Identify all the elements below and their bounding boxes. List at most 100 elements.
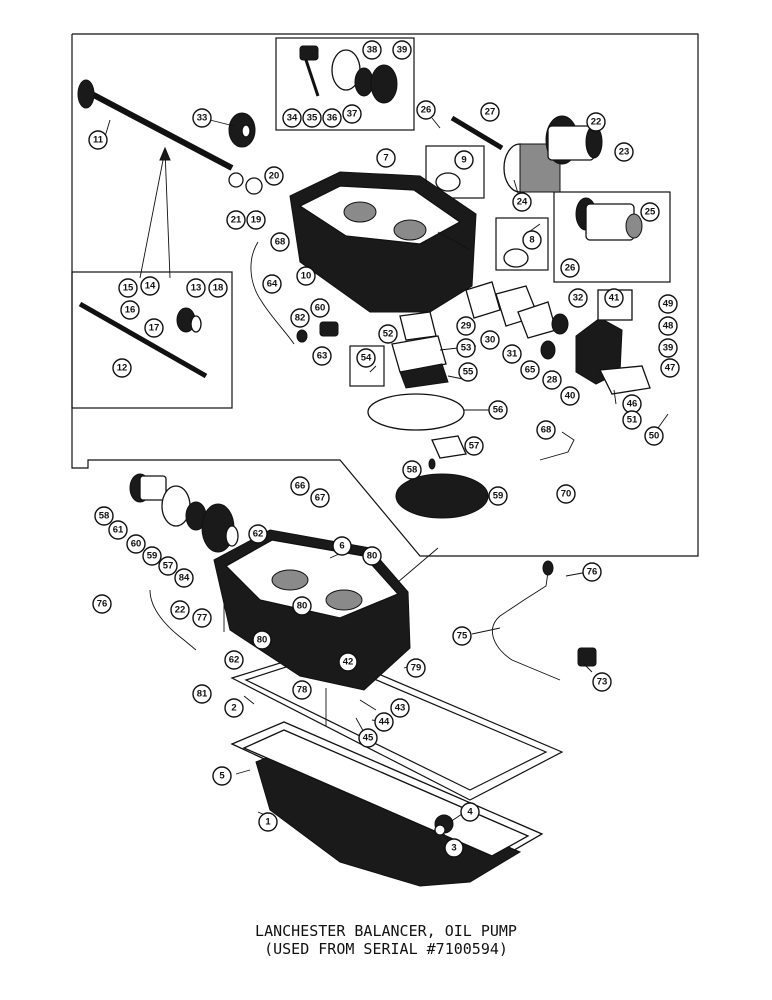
bolt-58 (428, 458, 436, 470)
svg-text:1: 1 (265, 817, 271, 828)
callout-62-upper: 62 (248, 524, 268, 544)
arrow-head (159, 146, 171, 161)
svg-text:36: 36 (327, 113, 338, 124)
svg-text:23: 23 (619, 147, 630, 158)
svg-text:45: 45 (363, 733, 374, 744)
front-shaft-12 (78, 301, 208, 379)
svg-text:21: 21 (231, 215, 242, 226)
callout-38: 38 (362, 40, 382, 60)
svg-text:57: 57 (469, 441, 480, 452)
svg-text:82: 82 (295, 313, 306, 324)
svg-text:12: 12 (117, 363, 128, 374)
callout-44: 44 (374, 712, 394, 732)
inset-box-bushing-9 (425, 145, 485, 199)
callout-66: 66 (290, 476, 310, 496)
callout-41: 41 (604, 288, 624, 308)
callout-40: 40 (560, 386, 580, 406)
gasket-ring-59 (395, 473, 489, 519)
svg-text:29: 29 (461, 321, 472, 332)
svg-text:31: 31 (507, 349, 518, 360)
callout-68-mid: 68 (536, 420, 556, 440)
callout-60-lower: 60 (126, 534, 146, 554)
svg-text:19: 19 (251, 215, 262, 226)
callout-8: 8 (522, 230, 542, 250)
callout-60-top: 60 (310, 298, 330, 318)
callout-17: 17 (144, 318, 164, 338)
exploded-parts-diagram: 11 33 34 35 36 37 38 39 26 27 22 23 7 9 … (71, 33, 699, 887)
callout-15: 15 (118, 278, 138, 298)
callout-39-top: 39 (392, 40, 412, 60)
balancer-housing-7 (289, 171, 477, 313)
svg-text:18: 18 (213, 283, 224, 294)
svg-text:33: 33 (197, 113, 208, 124)
svg-text:22: 22 (591, 117, 602, 128)
svg-text:84: 84 (179, 573, 190, 584)
callout-29: 29 (456, 316, 476, 336)
svg-text:58: 58 (407, 465, 418, 476)
callout-25: 25 (640, 202, 660, 222)
arrow-shaft-right (164, 149, 171, 279)
callout-45: 45 (358, 728, 378, 748)
svg-text:75: 75 (457, 631, 468, 642)
callout-80-upper: 80 (362, 546, 382, 566)
caption-title: LANCHESTER BALANCER, OIL PUMP (255, 922, 517, 940)
callout-59-mid: 59 (488, 486, 508, 506)
callout-43: 43 (390, 698, 410, 718)
callout-49: 49 (658, 294, 678, 314)
svg-text:63: 63 (317, 351, 328, 362)
callout-53: 53 (456, 338, 476, 358)
svg-text:6: 6 (339, 541, 344, 552)
caption-serial: (USED FROM SERIAL #7100594) (264, 940, 508, 958)
callout-16: 16 (120, 300, 140, 320)
callout-77: 77 (192, 608, 212, 628)
callout-26-top: 26 (416, 100, 436, 120)
callout-57-lower: 57 (158, 556, 178, 576)
svg-text:40: 40 (565, 391, 576, 402)
svg-text:32: 32 (573, 293, 584, 304)
pin-26 (431, 117, 441, 129)
callout-33: 33 (192, 108, 212, 128)
svg-text:70: 70 (561, 489, 572, 500)
callout-54: 54 (356, 348, 376, 368)
svg-text:26: 26 (421, 105, 432, 116)
callout-36: 36 (322, 108, 342, 128)
oil-tube-64 (250, 241, 295, 345)
svg-text:68: 68 (275, 237, 286, 248)
svg-text:65: 65 (525, 365, 536, 376)
callout-65: 65 (520, 360, 540, 380)
svg-text:50: 50 (649, 431, 660, 442)
callout-46: 46 (622, 394, 642, 414)
pump-gear-65 (540, 340, 556, 360)
callout-7: 7 (376, 148, 396, 168)
svg-text:4: 4 (467, 807, 473, 818)
svg-text:37: 37 (347, 109, 358, 120)
callout-12: 12 (112, 358, 132, 378)
svg-text:43: 43 (395, 703, 406, 714)
svg-text:58: 58 (99, 511, 110, 522)
svg-text:77: 77 (197, 613, 208, 624)
elbow-73 (577, 647, 597, 667)
svg-text:52: 52 (383, 329, 394, 340)
svg-text:78: 78 (297, 685, 308, 696)
callout-20: 20 (264, 166, 284, 186)
svg-text:64: 64 (267, 279, 278, 290)
svg-text:62: 62 (229, 655, 240, 666)
svg-text:46: 46 (627, 399, 638, 410)
svg-text:9: 9 (461, 155, 466, 166)
svg-text:8: 8 (529, 235, 534, 246)
fitting-82 (296, 329, 308, 343)
svg-text:35: 35 (307, 113, 318, 124)
svg-text:61: 61 (113, 525, 124, 536)
svg-text:14: 14 (145, 281, 156, 292)
svg-text:5: 5 (219, 771, 225, 782)
svg-text:20: 20 (269, 171, 280, 182)
fitting-76-right (542, 560, 554, 576)
callout-64: 64 (262, 274, 282, 294)
svg-text:76: 76 (97, 599, 108, 610)
pump-plate-29 (465, 281, 501, 319)
gasket-52 (399, 311, 437, 341)
svg-text:54: 54 (361, 353, 372, 364)
svg-text:67: 67 (315, 493, 326, 504)
callout-18: 18 (208, 278, 228, 298)
callout-56: 56 (488, 400, 508, 420)
